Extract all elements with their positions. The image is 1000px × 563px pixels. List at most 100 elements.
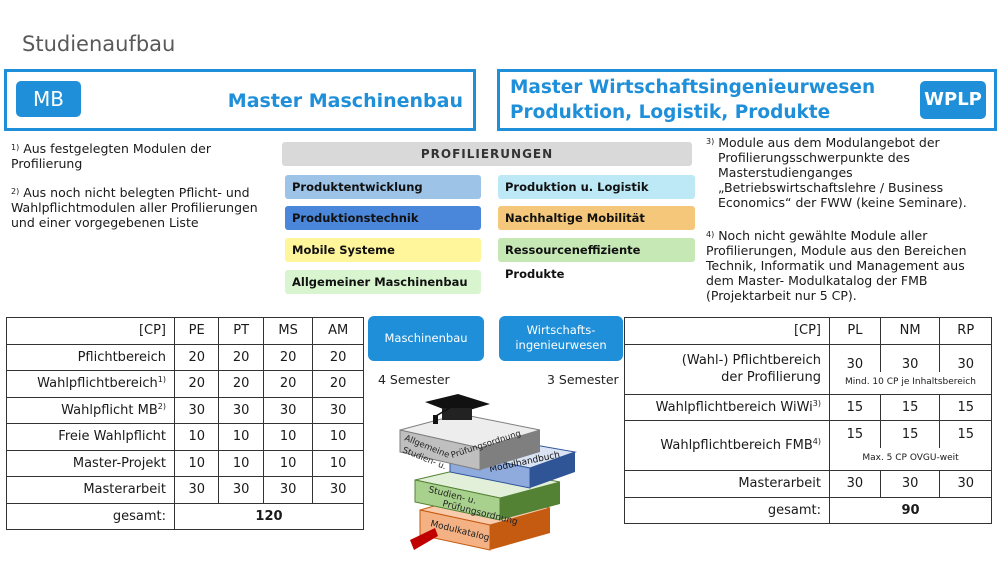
table-cell: 30 (829, 343, 881, 372)
table-row: [CP] PL NM RP (624, 317, 992, 345)
row-label-line1: (Wahl-) Pflichtbereich (681, 353, 821, 368)
row-note-text: Mind. 10 CP je Inhaltsbereich (845, 377, 976, 388)
wi-button-line2: ingenieurwesen (515, 338, 607, 352)
table-cell: 10 (173, 423, 220, 451)
table-header-cell: NM (879, 317, 941, 345)
table-cell: 20 (218, 343, 264, 371)
total-value: 90 (829, 496, 992, 524)
table-row: Max. 5 CP OVGU-weit (625, 447, 992, 471)
total-label: gesamt: (624, 496, 830, 524)
row-note: Max. 5 CP OVGU-weit (829, 447, 992, 471)
table-row: Wahlpflicht MB2) 30 30 30 30 (6, 396, 364, 424)
total-label: gesamt: (6, 502, 175, 530)
table-cell: 20 (262, 370, 314, 398)
row-label: Wahlpflichtbereich1) (6, 370, 175, 398)
row-label-text: Pflichtbereich (77, 349, 166, 365)
table-cell: 30 (218, 396, 264, 424)
table-cell: 15 (829, 419, 881, 448)
wplp-badge: WPLP (920, 81, 986, 119)
table-row: [CP] PE PT MS AM (6, 317, 364, 345)
row-note: Mind. 10 CP je Inhaltsbereich (829, 372, 992, 395)
table-row: Wahlpflichtbereich FMB4) 15 15 15 (624, 419, 992, 471)
table-row: Mind. 10 CP je Inhaltsbereich (625, 372, 992, 395)
table-row: Masterarbeit 30 30 30 (624, 470, 992, 498)
table-cell: 15 (879, 419, 941, 448)
table-cell: 30 (173, 476, 220, 504)
note-3-line3: Masterstudienganges (718, 165, 853, 180)
note-3-line5: Economics“ der FWW (keine Seminare). (718, 195, 967, 210)
mb-badge: MB (16, 81, 81, 117)
note-3: 3) Module aus dem Modulangebot der Profi… (706, 135, 996, 210)
note-2-line3: und einer vorgegebenen Liste (11, 215, 199, 230)
table-cell: 30 (879, 343, 941, 372)
note-4-line3: Technik, Informatik und Management aus (706, 258, 965, 273)
row-label-text: Wahlpflicht MB (61, 402, 158, 418)
note-1-mark: 1) (11, 143, 20, 152)
wirtschaftsingenieurwesen-button: Wirtschafts- ingenieurwesen (499, 316, 623, 361)
row-label: (Wahl-) Pflichtbereich der Profilierung (624, 343, 830, 395)
table-row: Masterarbeit 30 30 30 30 (6, 476, 364, 504)
table-header-cell: AM (312, 317, 364, 345)
row-label: Wahlpflichtbereich WiWi3) (624, 393, 830, 421)
row-label-line2: der Profilierung (721, 370, 821, 385)
prof-mobile-systeme: Mobile Systeme (285, 238, 481, 262)
table-cell: 20 (218, 370, 264, 398)
table-cell: 15 (879, 393, 941, 421)
table-cell: 20 (312, 370, 364, 398)
table-cell: 30 (829, 470, 881, 498)
table-cell: 15 (939, 419, 992, 448)
row-label: Pflichtbereich (6, 343, 175, 371)
table-cell: 10 (312, 423, 364, 451)
table-cell: 30 (173, 396, 220, 424)
row-label-text: Wahlpflichtbereich (37, 376, 158, 392)
table-header-cell: RP (939, 317, 992, 345)
note-2: 2) Aus noch nicht belegten Pflicht- und … (11, 185, 286, 230)
table-header-cell: PL (829, 317, 881, 345)
wplp-program-box: Master Wirtschaftsingenieurwesen Produkt… (497, 69, 997, 131)
row-label-text: Master-Projekt (72, 455, 166, 471)
row-footnote: 3) (812, 398, 821, 408)
row-label-text: Masterarbeit (83, 482, 166, 498)
mb-program-box: MB Master Maschinenbau (4, 69, 476, 131)
table-header-cell: [CP] (6, 317, 175, 345)
table-cell: 30 (879, 470, 941, 498)
note-4: 4) Noch nicht gewählte Module aller Prof… (706, 228, 998, 303)
table-cell: 10 (218, 423, 264, 451)
note-3-line2: Profilierungsschwerpunkte des (718, 150, 910, 165)
note-1: 1) Aus festgelegten Modulen der Profilie… (11, 141, 281, 171)
prof-produktentwicklung: Produktentwicklung (285, 175, 481, 199)
row-note-text: Max. 5 CP OVGU-weit (862, 453, 959, 464)
note-2-mark: 2) (11, 187, 20, 196)
row-label: Master-Projekt (6, 449, 175, 477)
table-row: Master-Projekt 10 10 10 10 (6, 449, 364, 477)
table-cell: 30 (262, 476, 314, 504)
table-cell: 30 (312, 396, 364, 424)
table-row: Pflichtbereich 20 20 20 20 (6, 343, 364, 371)
table-header-cell: PE (173, 317, 220, 345)
table-cell: 30 (218, 476, 264, 504)
row-footnote: 2) (157, 401, 166, 411)
mb-semester-label: 4 Semester (378, 372, 450, 387)
note-2-line2: Wahlpflichtmodulen aller Profilierungen (11, 200, 258, 215)
note-1-line2: Profilierung (11, 156, 83, 171)
wi-semester-label: 3 Semester (547, 372, 619, 387)
table-cell: 10 (312, 449, 364, 477)
mb-cp-table: [CP] PE PT MS AM Pflichtbereich 20 20 20… (6, 317, 364, 530)
prof-ressourceneffiziente-produkte: Ressourceneffiziente Produkte (498, 238, 695, 281)
books-illustration: Modulkatalog Studien- u. Prüfungsordnung… (399, 394, 577, 551)
note-4-line5: (Projektarbeit nur 5 CP). (706, 288, 857, 303)
note-3-line4: „Betriebswirtschaftslehre / Business (718, 180, 944, 195)
table-row: gesamt: 120 (6, 502, 364, 530)
row-label: Wahlpflicht MB2) (6, 396, 175, 424)
table-header-cell: MS (262, 317, 314, 345)
note-4-line2: Profilierungen, Module aus den Bereichen (706, 243, 967, 258)
prof-allgemeiner-maschinenbau: Allgemeiner Maschinenbau (285, 270, 481, 294)
prof-produktionstechnik: Produktionstechnik (285, 206, 481, 230)
row-footnote: 1) (157, 375, 166, 385)
table-cell: 20 (312, 343, 364, 371)
table-row: gesamt: 90 (624, 496, 992, 524)
table-cell: 15 (829, 393, 881, 421)
row-label-text: Wahlpflichtbereich FMB (660, 438, 813, 453)
table-cell: 30 (939, 343, 992, 372)
prof-produktion-logistik: Produktion u. Logistik (498, 175, 695, 199)
